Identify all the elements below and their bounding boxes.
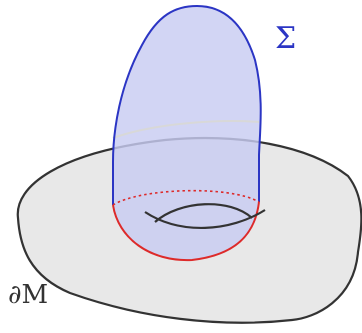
- sigma-label: Σ: [275, 21, 296, 56]
- intersection-curve-hidden: [112, 189, 260, 206]
- sigma-right-edge: [196, 5, 262, 202]
- sigma-surface: [113, 6, 261, 261]
- hole-upper-curve: [154, 203, 253, 223]
- hole-lower-curve: [144, 209, 266, 229]
- hidden-boundary-seam: [112, 120, 260, 139]
- boundary-label: ∂M: [8, 280, 48, 310]
- intersection-curve-visible: [112, 201, 260, 262]
- sigma-left-edge: [112, 5, 198, 205]
